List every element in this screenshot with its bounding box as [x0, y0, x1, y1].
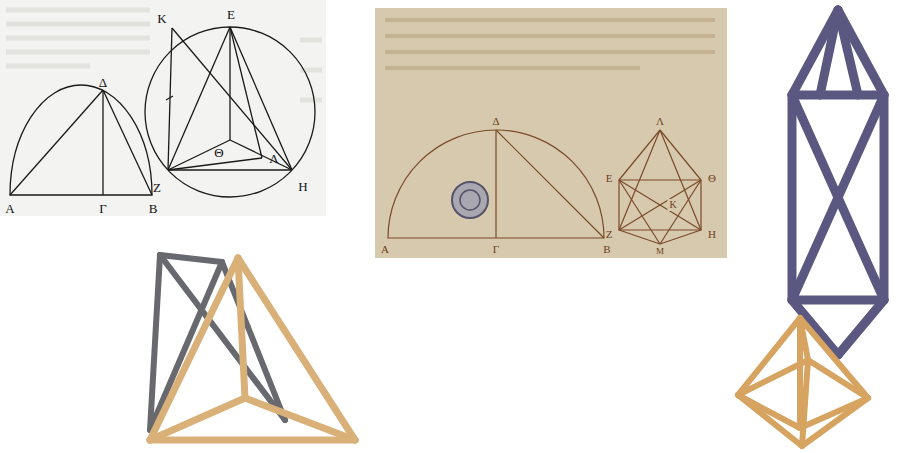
- printed-figure: [10, 27, 315, 197]
- point-letter: M: [656, 247, 664, 256]
- point-letter: K: [667, 199, 678, 211]
- point-letter: Z: [153, 181, 161, 194]
- point-letter: Θ: [708, 173, 716, 184]
- point-letter: Z: [606, 229, 613, 240]
- octahedron-shadow: [792, 10, 884, 355]
- point-letter: Γ: [493, 244, 499, 255]
- point-letter: H: [298, 180, 307, 193]
- point-letter: Θ: [214, 146, 223, 159]
- point-letter: H: [708, 229, 716, 240]
- manuscript-figure: [388, 130, 701, 244]
- library-stamp: [452, 182, 488, 218]
- faded-script: [385, 20, 715, 68]
- page-ground: [0, 0, 326, 216]
- point-letter: A: [381, 244, 389, 255]
- point-letter: B: [149, 202, 158, 215]
- point-letter: Δ: [99, 76, 107, 89]
- point-letter: A: [5, 202, 14, 215]
- point-letter: Λ: [269, 152, 278, 165]
- point-letter: Λ: [656, 116, 664, 127]
- faded-print: [6, 10, 322, 100]
- point-letter: E: [227, 8, 235, 21]
- point-letter: Γ: [99, 202, 107, 215]
- point-letter: K: [157, 12, 166, 25]
- point-letter: B: [603, 244, 610, 255]
- tetrahedron-model: [150, 258, 355, 440]
- point-letter: E: [606, 173, 613, 184]
- octahedron-model: [738, 318, 868, 446]
- point-letter: Δ: [492, 116, 499, 127]
- parchment: [375, 8, 727, 258]
